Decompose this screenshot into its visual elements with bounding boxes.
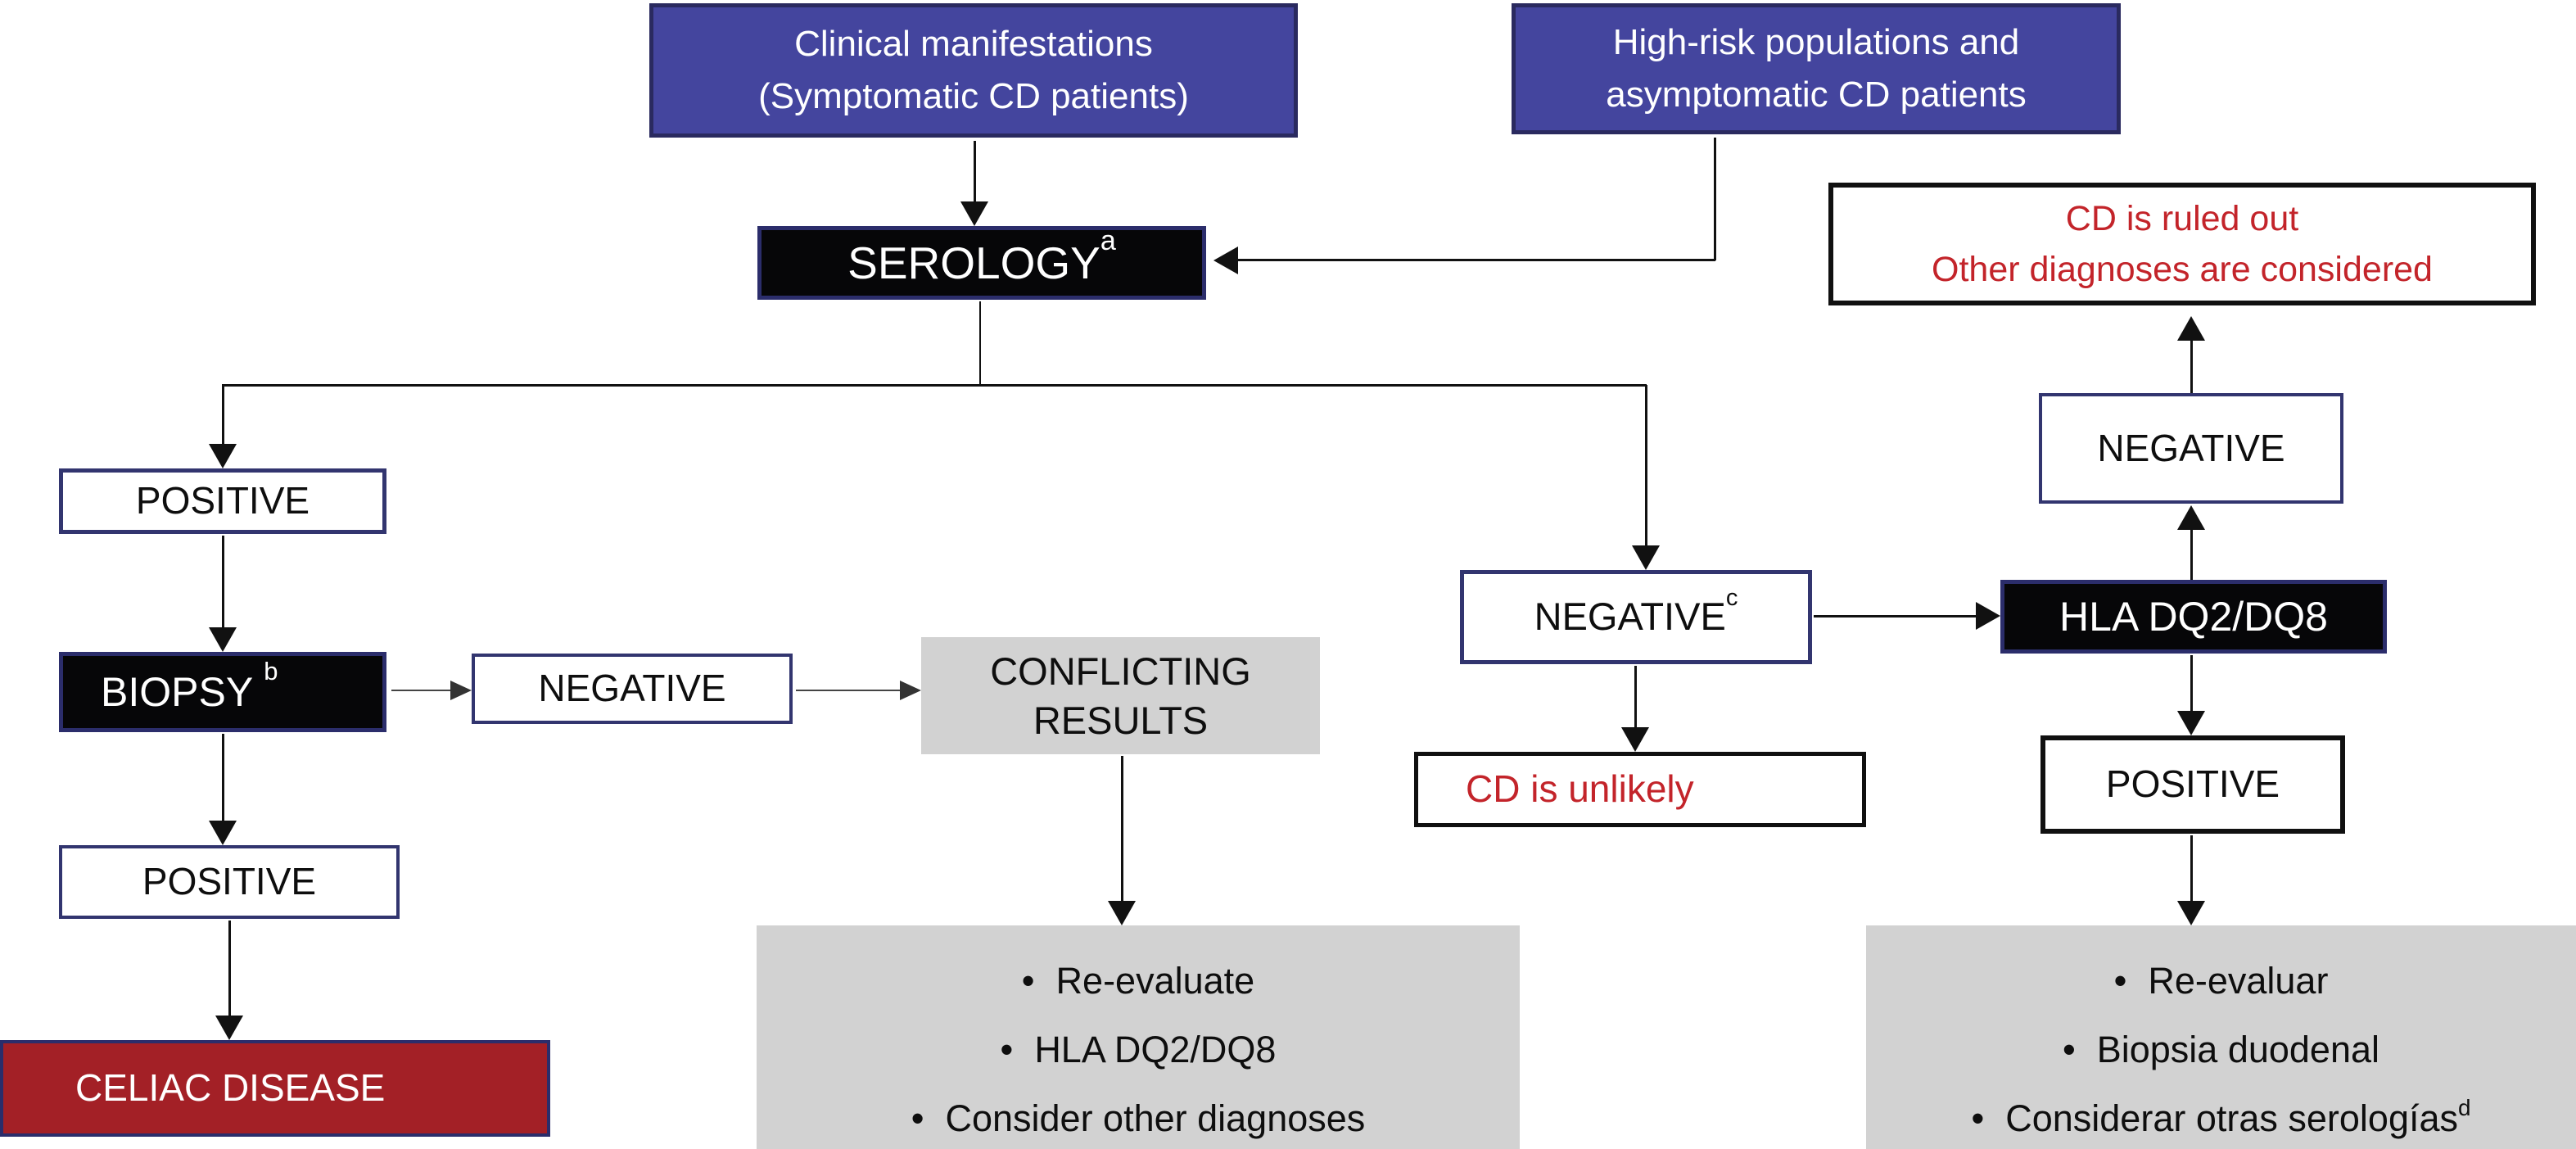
arrow-clinical-to-serology-head <box>960 201 988 226</box>
node-conflicting-line1: CONFLICTING <box>990 649 1251 693</box>
node-biopsy-negative-label: NEGATIVE <box>538 667 726 710</box>
arrow-biopsy-to-negative-line <box>391 690 450 691</box>
node-celiac-disease: CELIAC DISEASE <box>0 1040 550 1137</box>
conflicting-action-item: Consider other diagnoses <box>757 1084 1520 1149</box>
node-cd-ruled-out: CD is ruled out Other diagnoses are cons… <box>1828 183 2536 305</box>
hla-action-item: Re-evaluar <box>1866 947 2576 1016</box>
arrow-conflicting-to-actions-head <box>1108 901 1136 925</box>
arrow-negative-to-ruledout-head <box>2177 316 2205 341</box>
arrow-negative-to-hla-line <box>1814 615 1976 617</box>
arrow-positive-to-biopsy-head <box>209 627 237 652</box>
arrow-hla-to-positive-head <box>2177 711 2205 735</box>
line-serology-branch <box>222 384 1647 387</box>
arrow-negative-to-unlikely-head <box>1621 727 1649 752</box>
node-hla-positive-label: POSITIVE <box>2105 762 2280 806</box>
arrow-hla-to-negative-line <box>2190 530 2193 580</box>
node-serology-positive: POSITIVE <box>59 468 386 534</box>
biopsy-footnote-b: b <box>264 657 278 686</box>
arrow-negative-to-ruledout-line <box>2190 341 2193 393</box>
arrow-clinical-to-serology-line <box>974 141 976 203</box>
arrow-biopsy-to-positive-line <box>222 734 224 821</box>
node-cd-unlikely: CD is unlikely <box>1414 752 1866 827</box>
arrow-hla-to-positive-line <box>2190 655 2193 711</box>
node-serology: SEROLOGYa <box>757 226 1206 300</box>
arrow-highrisk-vertical-line <box>1714 138 1716 260</box>
hla-action-item: Biopsia duodenal <box>1866 1016 2576 1084</box>
node-cd-ruled-out-line2: Other diagnoses are considered <box>1932 250 2433 289</box>
arrow-highrisk-horizontal-line <box>1238 259 1715 261</box>
node-serology-positive-label: POSITIVE <box>135 479 310 522</box>
node-biopsy-positive: POSITIVE <box>59 845 400 919</box>
arrow-positive-to-celiac-head <box>215 1016 243 1040</box>
node-clinical-manifestations: Clinical manifestations (Symptomatic CD … <box>649 3 1298 138</box>
arrow-positive-to-actions-head <box>2177 901 2205 925</box>
arrow-negative-to-conflicting-line <box>796 690 900 691</box>
node-hla-dq2-dq8: HLA DQ2/DQ8 <box>2000 580 2387 654</box>
node-serology-label: SEROLOGYa <box>847 224 1116 288</box>
node-clinical-line2: (Symptomatic CD patients) <box>758 76 1189 116</box>
arrow-branch-to-positive-line <box>222 385 224 446</box>
arrow-highrisk-to-serology-head <box>1213 247 1238 274</box>
arrow-negative-to-conflicting-head <box>900 681 921 700</box>
node-clinical-line1: Clinical manifestations <box>794 24 1153 64</box>
node-biopsy-positive-label: POSITIVE <box>142 860 317 903</box>
node-hla-negative: NEGATIVE <box>2039 393 2343 504</box>
node-conflicting-actions: Re-evaluate HLA DQ2/DQ8 Consider other d… <box>757 925 1520 1149</box>
node-conflicting-line2: RESULTS <box>1033 698 1209 742</box>
serology-footnote-a: a <box>1100 224 1116 256</box>
node-high-risk-populations: High-risk populations and asymptomatic C… <box>1512 3 2121 134</box>
node-hla-label: HLA DQ2/DQ8 <box>2059 593 2328 640</box>
conflicting-action-item: Re-evaluate <box>757 947 1520 1016</box>
arrow-branch-to-positive-head <box>209 444 237 468</box>
arrow-negative-to-hla-head <box>1976 602 2000 630</box>
node-hla-negative-label: NEGATIVE <box>2097 426 2285 469</box>
arrow-positive-to-actions-line <box>2190 835 2193 901</box>
node-hla-positive: POSITIVE <box>2040 735 2345 834</box>
node-cd-ruled-out-line1: CD is ruled out <box>2065 199 2299 238</box>
arrow-biopsy-to-negative-head <box>450 681 472 700</box>
node-biopsy-label: BIOPSY b <box>101 657 278 715</box>
arrow-positive-to-biopsy-line <box>222 536 224 627</box>
node-celiac-disease-label: CELIAC DISEASE <box>75 1066 386 1110</box>
node-conflicting-results: CONFLICTING RESULTS <box>921 637 1320 754</box>
node-serology-negative: NEGATIVEc <box>1460 570 1812 664</box>
line-serology-down <box>979 301 981 385</box>
arrow-biopsy-to-positive-head <box>209 821 237 845</box>
node-biopsy: BIOPSY b <box>59 652 386 732</box>
node-biopsy-negative: NEGATIVE <box>472 654 793 724</box>
arrow-branch-to-negative-line <box>1645 385 1647 545</box>
arrow-positive-to-celiac-line <box>228 921 231 1016</box>
serology-negative-footnote-c: c <box>1725 585 1738 612</box>
node-high-risk-line2: asymptomatic CD patients <box>1606 75 2027 115</box>
arrow-negative-to-unlikely-line <box>1634 666 1637 727</box>
node-high-risk-line1: High-risk populations and <box>1612 22 2020 62</box>
node-cd-unlikely-label: CD is unlikely <box>1466 767 1694 811</box>
node-hla-positive-actions: Re-evaluar Biopsia duodenal Considerar o… <box>1866 925 2576 1149</box>
arrow-branch-to-negative-head <box>1632 545 1660 570</box>
arrow-conflicting-to-actions-line <box>1121 756 1123 901</box>
conflicting-action-item: HLA DQ2/DQ8 <box>757 1016 1520 1084</box>
node-serology-negative-label: NEGATIVEc <box>1534 585 1738 639</box>
arrow-hla-to-negative-head <box>2177 505 2205 530</box>
